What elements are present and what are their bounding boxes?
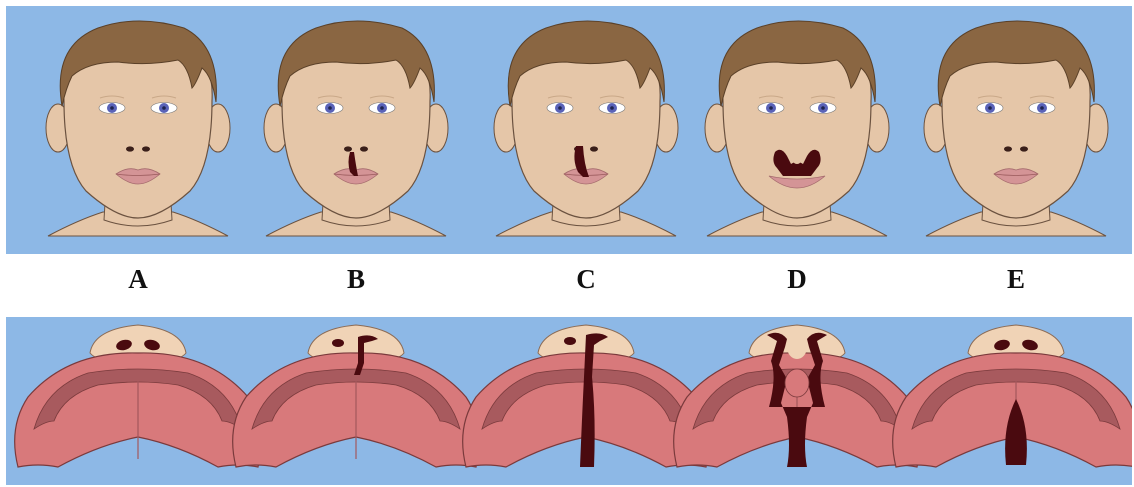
right-nostril — [360, 146, 368, 151]
left-nostril — [332, 339, 344, 347]
right-pupil — [380, 106, 384, 110]
left-nostril — [344, 146, 352, 151]
columella — [787, 335, 807, 359]
right-nostril — [1020, 146, 1028, 151]
palate-b — [233, 325, 480, 467]
right-pupil — [162, 106, 166, 110]
left-nostril — [564, 337, 576, 345]
panel-label-a: A — [108, 264, 168, 295]
panel-label-c: C — [556, 264, 616, 295]
right-pupil — [1040, 106, 1044, 110]
right-pupil — [610, 106, 614, 110]
premaxilla — [792, 152, 802, 164]
face-b — [264, 21, 448, 236]
faces-row — [6, 6, 1132, 254]
right-nostril — [142, 146, 150, 151]
face-e — [924, 21, 1108, 236]
faces-illustration — [6, 6, 1132, 254]
right-pupil — [821, 106, 825, 110]
palate-c — [463, 325, 710, 467]
panel-labels-row: A B C D E — [0, 256, 1134, 312]
left-pupil — [110, 106, 114, 110]
palate-a — [15, 325, 262, 467]
palates-illustration — [6, 317, 1132, 485]
left-nostril — [126, 146, 134, 151]
left-nostril — [1004, 146, 1012, 151]
left-pupil — [328, 106, 332, 110]
left-pupil — [988, 106, 992, 110]
palate-d — [674, 325, 921, 467]
face-a — [46, 21, 230, 236]
panel-label-e: E — [986, 264, 1046, 295]
panel-label-d: D — [767, 264, 827, 295]
left-pupil — [558, 106, 562, 110]
right-nostril — [590, 146, 598, 151]
left-pupil — [769, 106, 773, 110]
face-c — [494, 21, 678, 236]
face-d — [705, 21, 889, 236]
palate-e — [893, 325, 1132, 467]
palates-row — [6, 317, 1132, 485]
panel-label-b: B — [326, 264, 386, 295]
premaxilla — [785, 369, 809, 397]
